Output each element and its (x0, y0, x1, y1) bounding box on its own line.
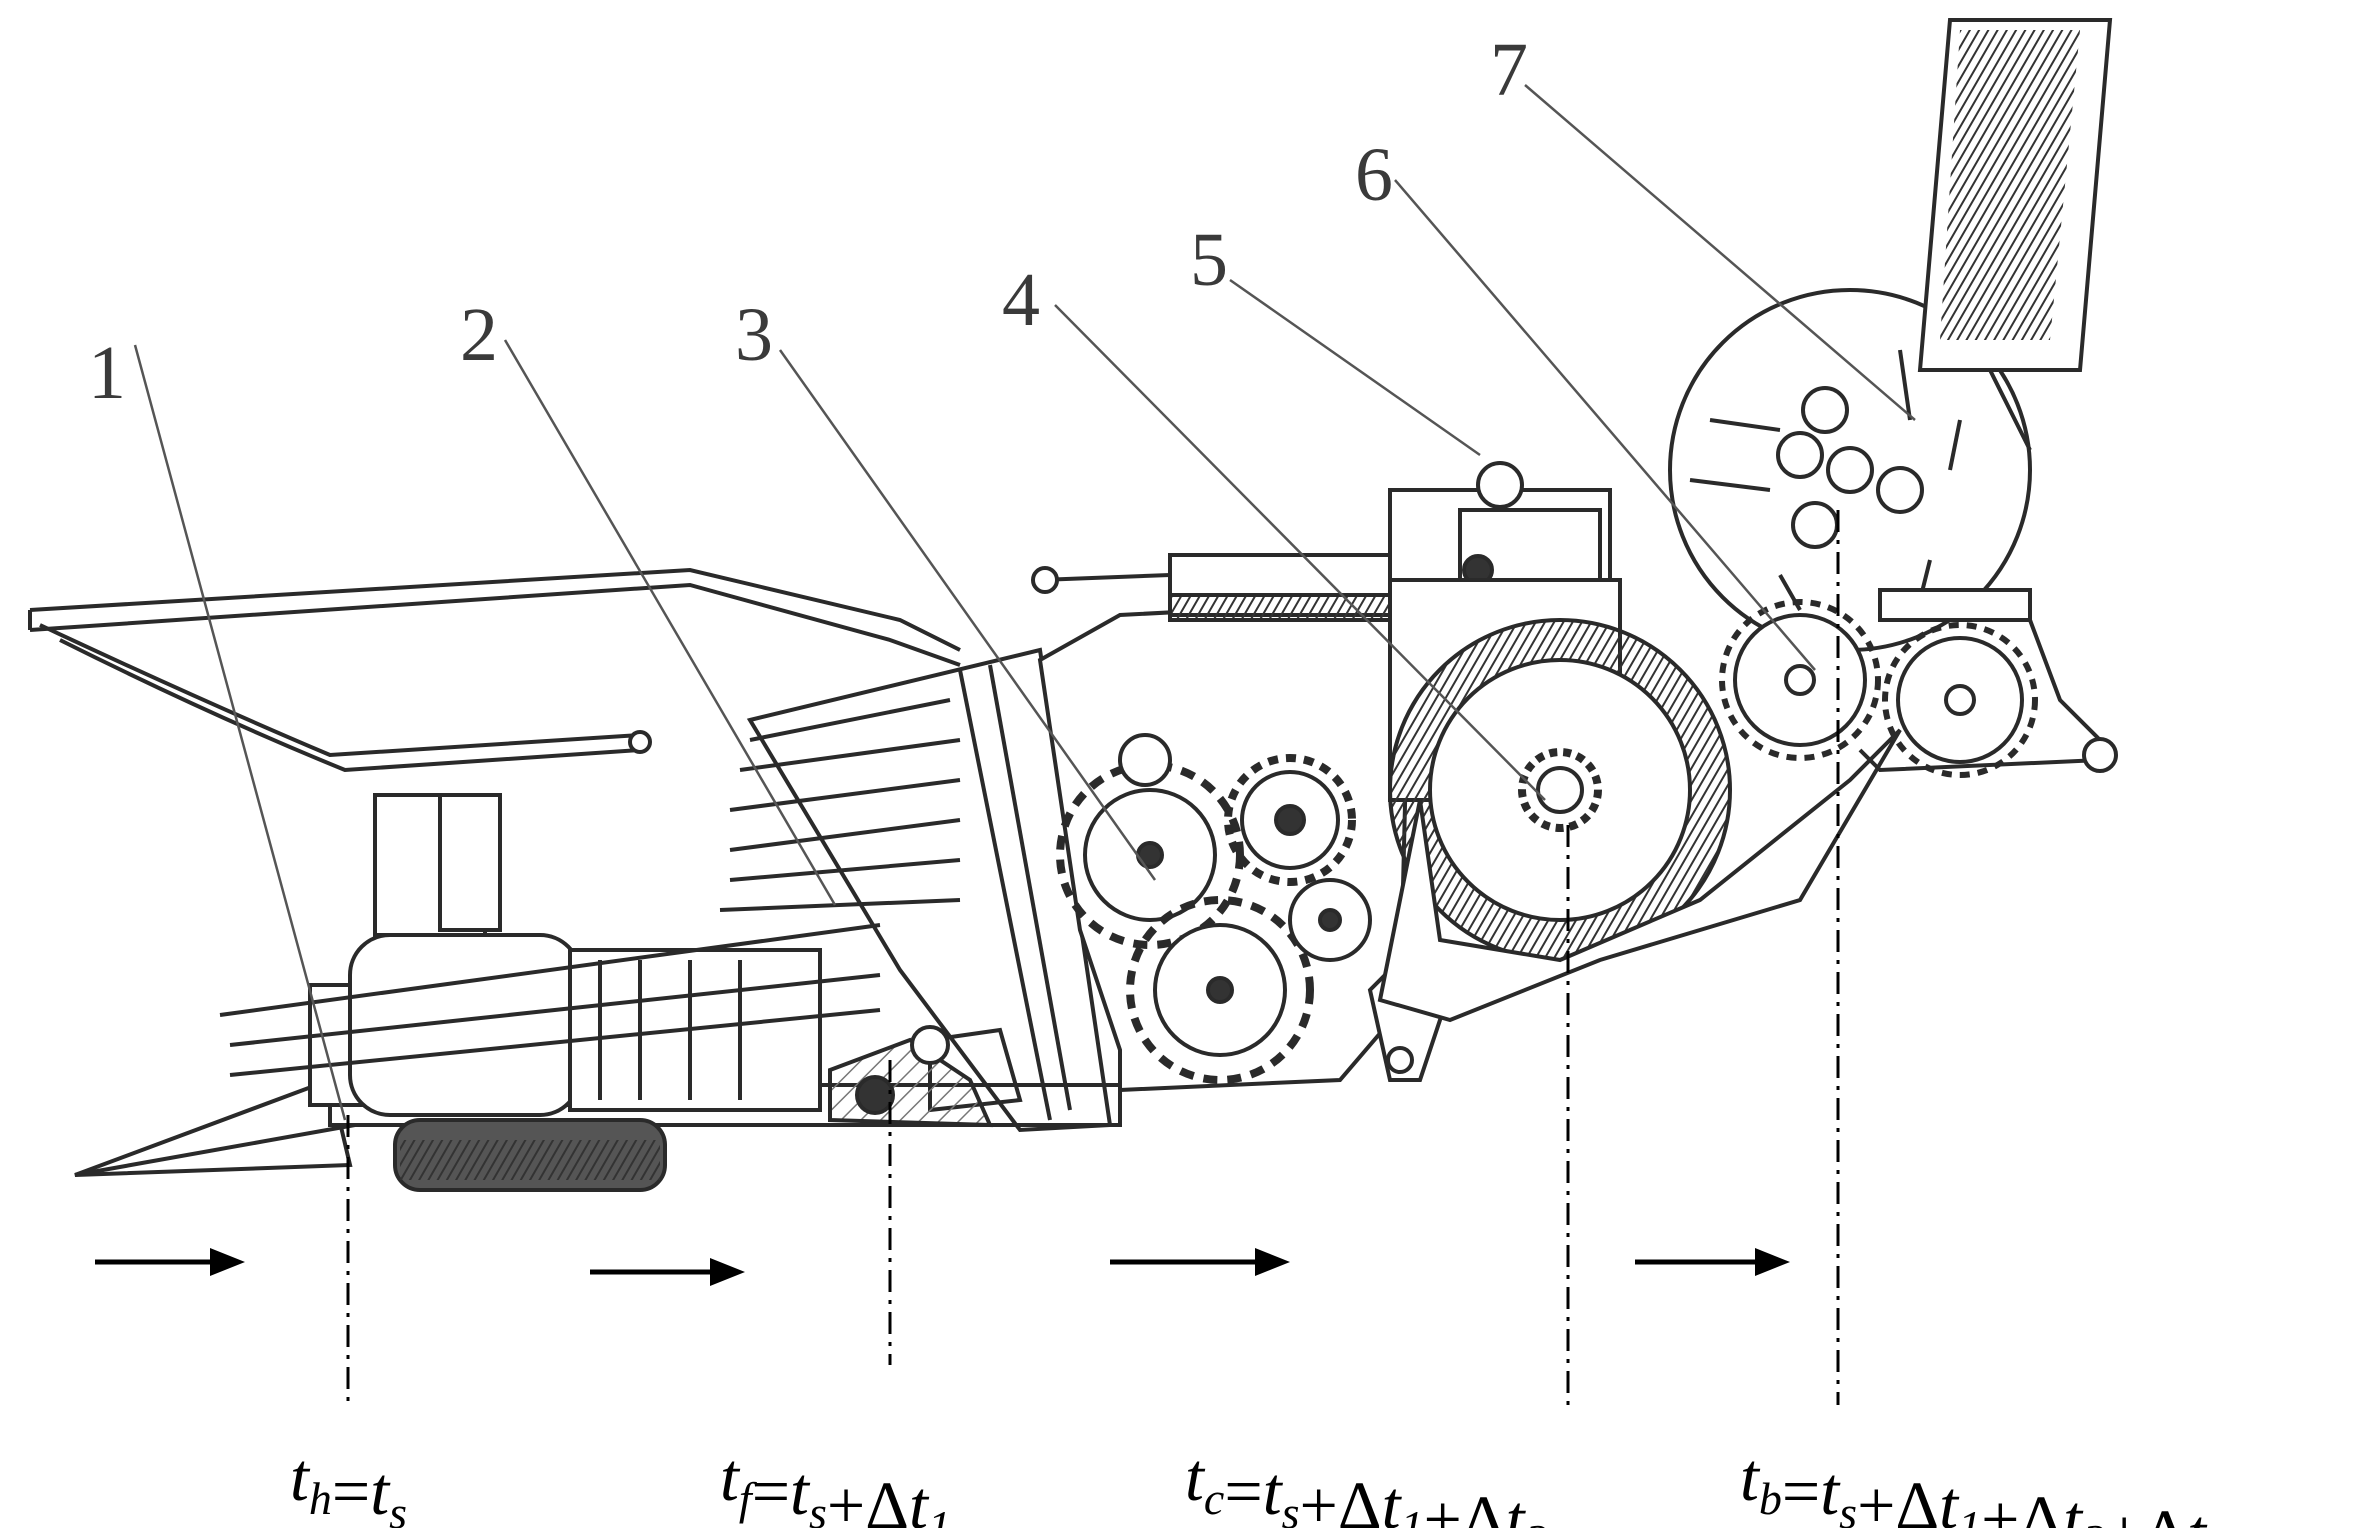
part-labels: 1 2 3 4 5 6 7 (88, 28, 1528, 415)
part-label-5: 5 (1190, 218, 1228, 302)
part-label-7: 7 (1490, 28, 1528, 112)
part-label-1: 1 (88, 331, 126, 415)
chopper-assembly (1377, 461, 1902, 1023)
timing-lines (346, 510, 1840, 1405)
flow-arrow (590, 1258, 745, 1286)
flow-arrow (1635, 1248, 1790, 1276)
part-label-6: 6 (1355, 133, 1393, 217)
leader-lines (133, 84, 1916, 1121)
timing-label-3: tb=ts+Δt1+Δt2+Δt3 (1740, 1439, 2229, 1528)
flow-arrow (95, 1248, 245, 1276)
discharge-assembly (1668, 18, 2118, 778)
timing-label-2: tc=ts+Δt1+Δt2 (1185, 1439, 1547, 1528)
part-label-3: 3 (735, 293, 773, 377)
timing-label-0: th=ts (290, 1439, 407, 1528)
part-label-4: 4 (1002, 258, 1040, 342)
flow-arrow (1110, 1248, 1290, 1276)
timing-labels: th=ts tf=ts+Δt1 tc=ts+Δt1+Δt2 tb=ts+Δt1+Δt2… (290, 1439, 2229, 1528)
part-label-2: 2 (460, 293, 498, 377)
timing-label-1: tf=ts+Δt1 (720, 1439, 951, 1528)
header-assembly (28, 567, 1122, 1192)
flow-arrows (95, 1248, 1790, 1286)
